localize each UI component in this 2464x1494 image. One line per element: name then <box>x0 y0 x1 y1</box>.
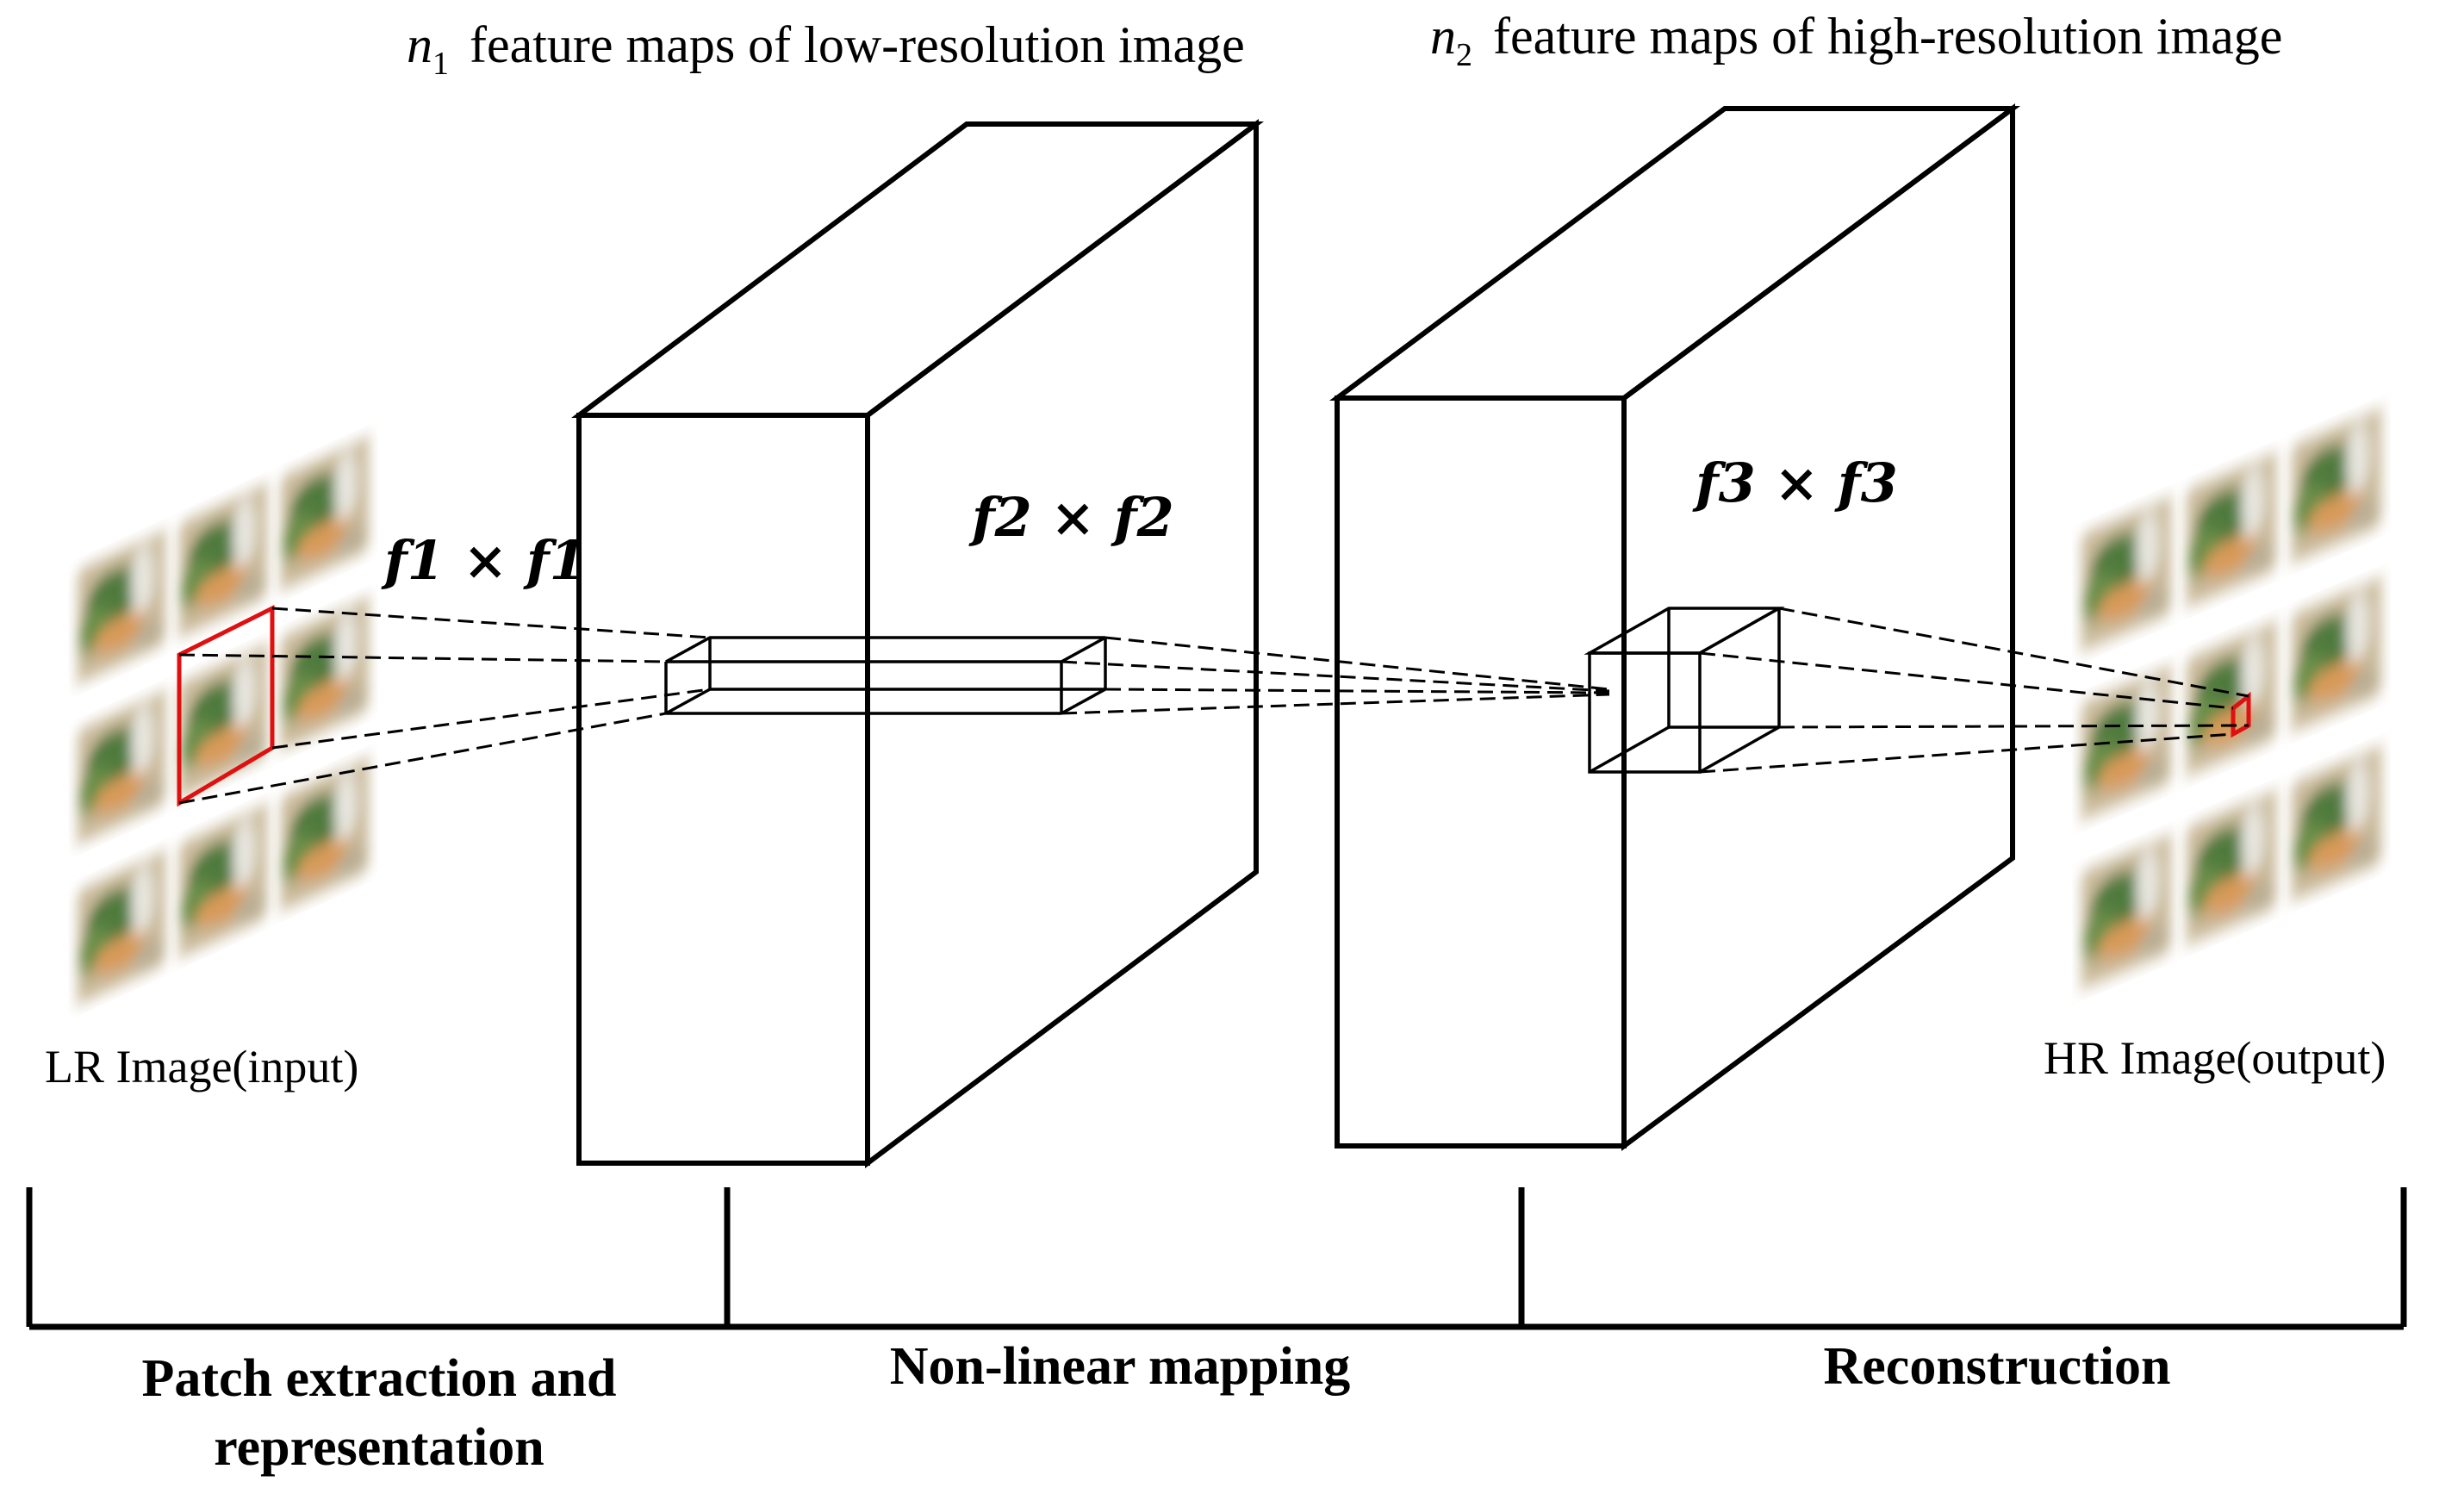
lr-tile <box>281 436 369 591</box>
projection-lines <box>178 607 2249 805</box>
feature-block-1 <box>571 119 1265 1168</box>
hr-tile <box>2187 790 2276 945</box>
lr-tile <box>281 756 369 912</box>
feature-block-2 <box>1328 103 2021 1151</box>
lr-caption: LR Image(input) <box>45 1041 358 1092</box>
lr-tile <box>78 530 165 684</box>
lr-image-grid <box>78 436 369 1005</box>
lr-tile <box>78 850 165 1005</box>
hr-tile <box>2292 408 2381 563</box>
filter1-label: f1 × f1 <box>381 529 587 592</box>
hr-image-grid <box>2081 408 2381 989</box>
stage-bracket <box>26 1187 2407 1330</box>
stage-patch-extraction: Patch extraction and <box>141 1349 616 1408</box>
stage-reconstruction: Reconstruction <box>1824 1337 2171 1396</box>
stage-nonlinear-mapping: Non-linear mapping <box>890 1337 1351 1396</box>
hr-tile <box>2081 834 2171 989</box>
hr-tile <box>2187 452 2276 607</box>
hr-caption: HR Image(output) <box>2044 1032 2386 1084</box>
hr-tile <box>2187 621 2276 776</box>
lr-tile <box>78 690 165 844</box>
lr-tile <box>281 596 369 751</box>
lr-tile <box>179 482 267 638</box>
filter2-label: f2 × f2 <box>968 486 1174 549</box>
stage-patch-extraction-line2: representation <box>214 1418 544 1477</box>
hr-tile <box>2081 496 2171 651</box>
lr-tile <box>179 803 267 958</box>
filter3-label: f3 × f3 <box>1692 451 1898 514</box>
hr-tile <box>2292 576 2381 732</box>
inner-cube <box>1584 607 1785 774</box>
inner-bar <box>664 636 1107 715</box>
hr-tile <box>2292 745 2381 901</box>
